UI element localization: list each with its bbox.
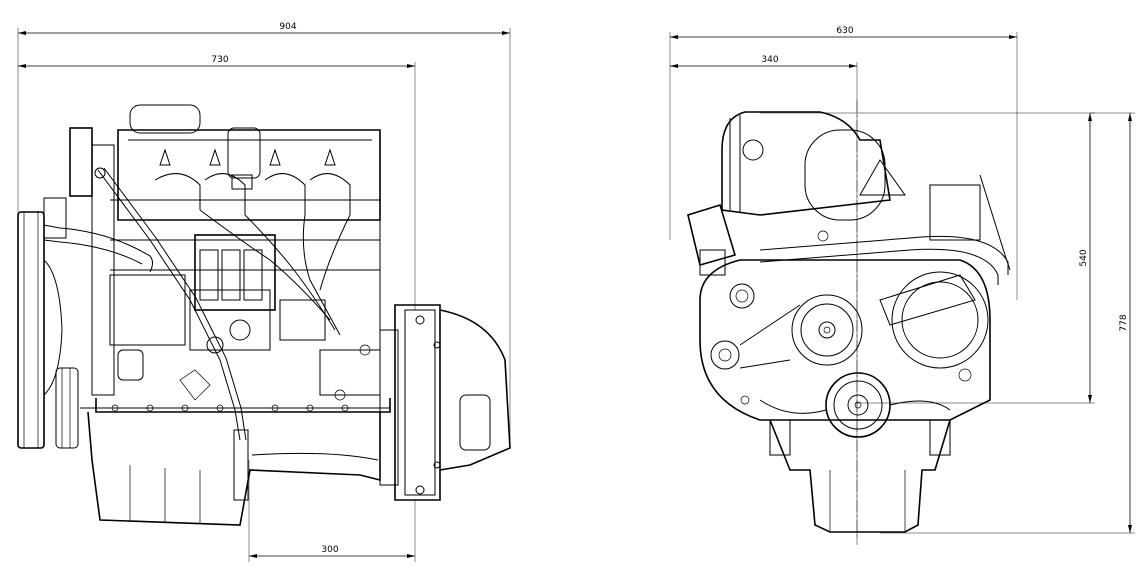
dimension-label-flywheel-offset: 300 xyxy=(321,545,338,555)
coolant-pipe xyxy=(43,224,153,381)
dimension-label-block-length: 730 xyxy=(211,55,228,65)
injection-pump xyxy=(194,234,326,354)
dimension-block-length: 730 xyxy=(18,55,416,310)
dimension-flywheel-offset: 300 xyxy=(248,460,416,562)
side-view: 904 730 300 xyxy=(17,22,511,562)
front-view: 630 340 540 778 xyxy=(669,26,1135,545)
dimension-upper-height: 540 xyxy=(760,112,1095,404)
front-crank-pulley xyxy=(759,372,951,438)
cylinder-head xyxy=(117,104,381,221)
front-alternator xyxy=(687,203,755,309)
front-pulley-stack xyxy=(17,197,79,449)
front-oil-pan xyxy=(769,419,951,533)
dimension-overall-length: 904 xyxy=(17,22,511,448)
front-timing-cover xyxy=(699,259,991,421)
dimension-label-overall-height: 778 xyxy=(1119,314,1129,331)
dimension-label-upper-height: 540 xyxy=(1079,249,1089,266)
engine-block xyxy=(69,127,391,413)
dipstick-tube xyxy=(94,167,249,501)
dimension-label-overall-length: 904 xyxy=(279,22,296,32)
front-manifold-pipe xyxy=(759,230,1009,285)
oil-pan xyxy=(87,411,381,526)
dimension-label-center-offset: 340 xyxy=(761,55,778,65)
dimension-overall-width: 630 xyxy=(669,26,1018,300)
bolt-markers xyxy=(111,344,371,412)
front-cylinder-head xyxy=(721,111,1011,271)
dimension-overall-height: 778 xyxy=(880,112,1135,534)
dimension-label-overall-width: 630 xyxy=(836,26,853,36)
flywheel-housing xyxy=(379,304,511,501)
dimension-center-offset: 340 xyxy=(670,55,858,545)
